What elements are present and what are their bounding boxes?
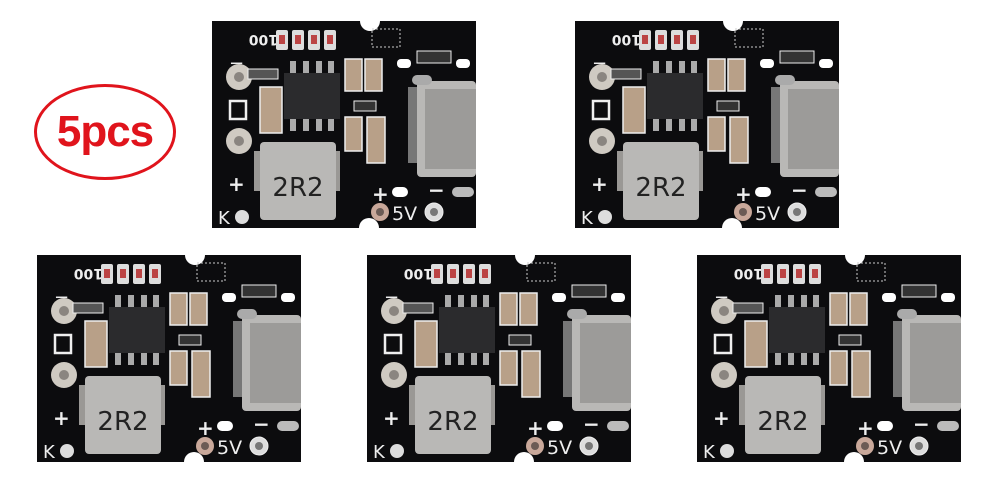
minus-label: − [54, 287, 69, 308]
pcb-board: − + 100 2R2 + − [367, 255, 631, 462]
usb-c-connector [233, 309, 301, 411]
ic-chip [439, 295, 495, 365]
capacitors [744, 292, 871, 398]
counter-label: 100 [249, 31, 278, 47]
usb-c-connector [771, 75, 839, 177]
inductor-label: 2R2 [97, 407, 148, 437]
output-plus-label: + [372, 182, 389, 206]
plus-label: + [228, 172, 245, 196]
capacitors [622, 58, 749, 164]
k-label: K [703, 442, 716, 462]
usb-c-connector [408, 75, 476, 177]
led-array [276, 30, 336, 50]
voltage-label: 5V [217, 437, 242, 459]
voltage-label: 5V [392, 203, 417, 225]
plus-label: + [591, 172, 608, 196]
minus-label: − [714, 287, 729, 308]
inductor-label: 2R2 [757, 407, 808, 437]
usb-c-connector [563, 309, 631, 411]
voltage-label: 5V [877, 437, 902, 459]
inductor: 2R2 [617, 142, 703, 220]
output-minus-label: − [791, 178, 808, 202]
quantity-badge: 5pcs [34, 84, 176, 180]
k-label: K [373, 442, 386, 462]
minus-label: − [384, 287, 399, 308]
counter-label: 100 [404, 265, 433, 281]
k-label: K [43, 442, 56, 462]
ic-chip [109, 295, 165, 365]
inductor: 2R2 [79, 376, 165, 454]
capacitors [259, 58, 386, 164]
pcb-board: − + 100 2R2 + − [212, 21, 476, 228]
ic-chip [769, 295, 825, 365]
inductor-label: 2R2 [272, 173, 323, 203]
led-array [639, 30, 699, 50]
led-array [431, 264, 491, 284]
inductor-label: 2R2 [427, 407, 478, 437]
k-label: K [581, 208, 594, 228]
inductor: 2R2 [409, 376, 495, 454]
led-array [101, 264, 161, 284]
capacitors [84, 292, 211, 398]
k-label: K [218, 208, 231, 228]
capacitors [414, 292, 541, 398]
counter-label: 100 [74, 265, 103, 281]
quantity-badge-text: 5pcs [56, 107, 154, 156]
voltage-label: 5V [755, 203, 780, 225]
output-plus-label: + [197, 416, 214, 440]
minus-label: − [229, 53, 244, 74]
counter-label: 100 [612, 31, 641, 47]
pcb-board: − + 100 2R2 + − [697, 255, 961, 462]
led-array [761, 264, 821, 284]
pcb-board: − + 100 2R2 + − [37, 255, 301, 462]
output-minus-label: − [583, 412, 600, 436]
minus-label: − [592, 53, 607, 74]
usb-c-connector [893, 309, 961, 411]
ic-chip [647, 61, 703, 131]
pcb-board: − + 100 2R2 + − [575, 21, 839, 228]
output-plus-label: + [857, 416, 874, 440]
counter-label: 100 [734, 265, 763, 281]
plus-label: + [383, 406, 400, 430]
inductor: 2R2 [254, 142, 340, 220]
output-minus-label: − [253, 412, 270, 436]
ic-chip [284, 61, 340, 131]
output-plus-label: + [527, 416, 544, 440]
voltage-label: 5V [547, 437, 572, 459]
plus-label: + [53, 406, 70, 430]
output-minus-label: − [913, 412, 930, 436]
plus-label: + [713, 406, 730, 430]
inductor-label: 2R2 [635, 173, 686, 203]
inductor: 2R2 [739, 376, 825, 454]
output-plus-label: + [735, 182, 752, 206]
output-minus-label: − [428, 178, 445, 202]
